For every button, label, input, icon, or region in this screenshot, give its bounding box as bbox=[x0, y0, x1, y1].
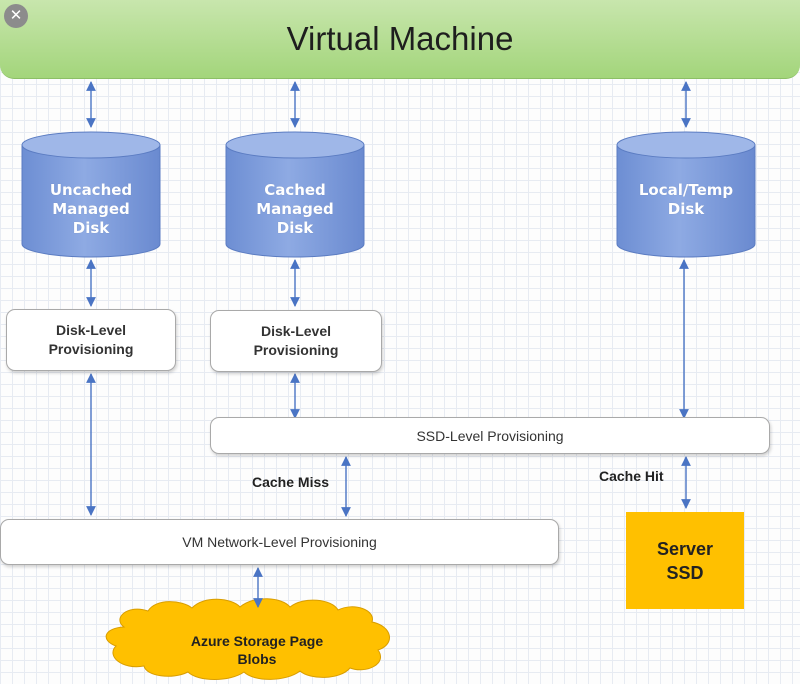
vm-network-level-provisioning-box: VM Network-Level Provisioning bbox=[0, 519, 559, 565]
uncached-disk-label: Uncached Managed Disk bbox=[49, 181, 133, 237]
virtual-machine-title: Virtual Machine bbox=[286, 20, 514, 57]
cache-miss-label: Cache Miss bbox=[252, 474, 330, 490]
disk-level-provisioning-box-1: Disk-Level Provisioning bbox=[6, 309, 176, 371]
cached-disk-label: Cached Managed Disk bbox=[256, 181, 334, 237]
azure-storage-page-blobs-label: Azure Storage Page Blobs bbox=[190, 633, 324, 667]
cache-hit-label: Cache Hit bbox=[599, 468, 664, 484]
virtual-machine-banner: Virtual Machine bbox=[0, 0, 800, 79]
connector-arrows bbox=[86, 81, 691, 608]
cached-disk-cylinder bbox=[225, 131, 365, 258]
disk-level-provisioning-box-2: Disk-Level Provisioning bbox=[210, 310, 382, 372]
azure-storage-cloud bbox=[105, 598, 390, 680]
ssd-level-provisioning-box: SSD-Level Provisioning bbox=[210, 417, 770, 454]
uncached-disk-cylinder bbox=[21, 131, 161, 258]
local-temp-disk-label: Local/Temp Disk bbox=[638, 181, 734, 218]
close-icon[interactable]: ✕ bbox=[4, 4, 28, 28]
local-temp-disk-cylinder bbox=[616, 131, 756, 258]
server-ssd-box: Server SSD bbox=[626, 512, 744, 609]
